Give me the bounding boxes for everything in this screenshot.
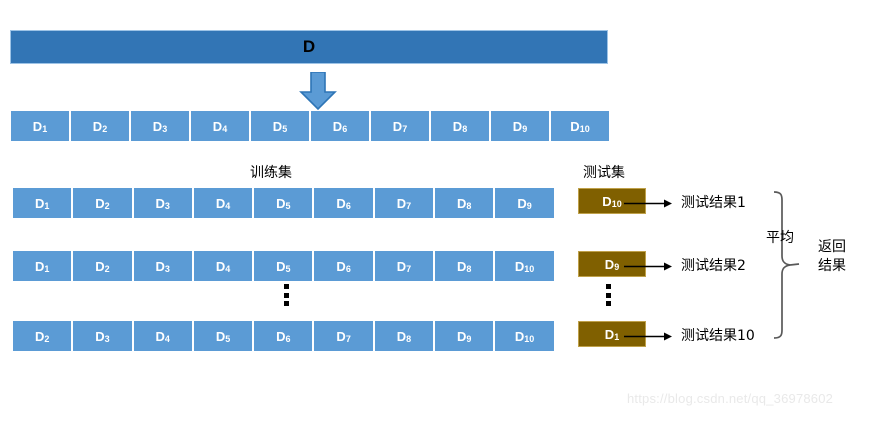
return-result-line-1: 返回: [818, 239, 846, 255]
test-folds-ellipsis-icon: [606, 284, 612, 306]
arrow-to-result-1-icon: [624, 196, 672, 208]
dataset-bar-label: D: [302, 37, 316, 56]
caption-training-set: 训练集: [250, 165, 292, 181]
aggregate-bracket-icon: [770, 190, 800, 340]
split-down-arrow-icon: [296, 71, 340, 111]
arrow-to-result-10-icon: [624, 329, 672, 341]
dataset-bar-D: D: [10, 30, 608, 64]
arrow-to-result-2-icon: [624, 259, 672, 271]
test-result-label-2: 测试结果2: [681, 258, 746, 274]
watermark: https://blog.csdn.net/qq_36978602: [627, 391, 834, 406]
caption-test-set: 测试集: [583, 165, 625, 181]
test-result-label-10: 测试结果10: [681, 328, 755, 344]
average-label: 平均: [766, 230, 794, 246]
return-result-line-2: 结果: [818, 258, 846, 274]
training-rows-ellipsis-icon: [284, 284, 290, 306]
return-result-label: 返回 结果: [818, 238, 846, 276]
test-result-label-1: 测试结果1: [681, 195, 746, 211]
